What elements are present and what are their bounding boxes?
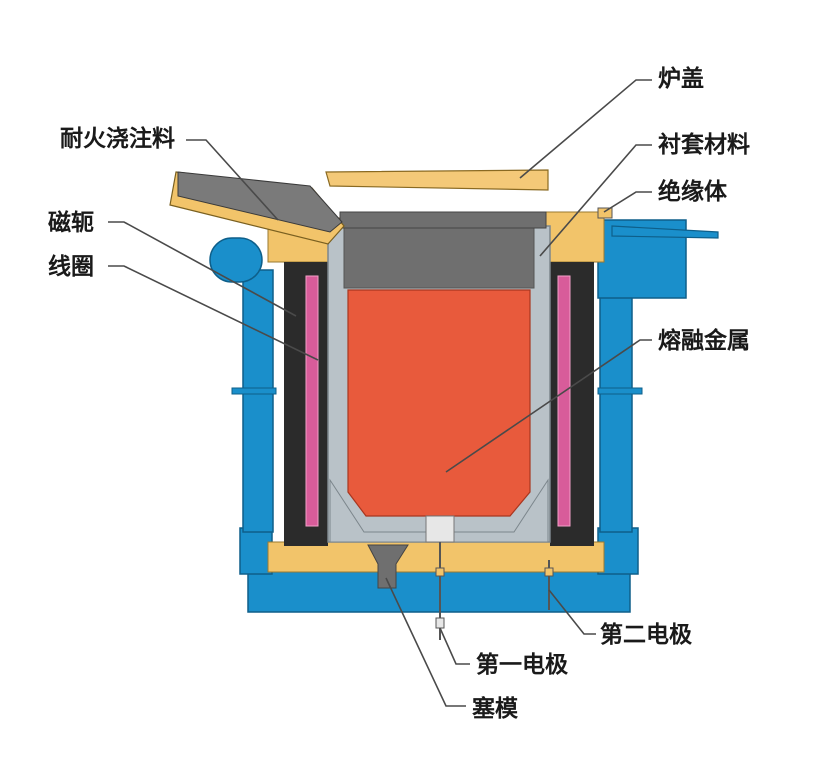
leader-electrode-2	[548, 589, 596, 635]
label-molten-metal: 熔融金属	[658, 327, 750, 354]
frame-right	[599, 294, 633, 533]
side-bolt-right	[597, 387, 643, 395]
label-refractory: 耐火浇注料	[60, 125, 175, 152]
coil-right	[557, 275, 571, 527]
hydraulic-cylinder	[209, 237, 263, 283]
frame-left	[242, 269, 274, 533]
label-plug: 塞模	[472, 695, 519, 722]
leader-lining	[539, 144, 652, 257]
electrode-block	[425, 515, 455, 543]
electrode-tip-2	[544, 567, 554, 577]
leader-lid	[519, 79, 652, 179]
crucible-rim	[339, 211, 547, 229]
insulator-block	[597, 207, 613, 219]
leader-refractory	[186, 139, 279, 221]
crucible-floor	[329, 478, 549, 543]
label-lid: 炉盖	[658, 65, 704, 92]
base-support-right	[597, 527, 639, 575]
leader-yoke	[108, 221, 297, 317]
leader-molten	[445, 339, 652, 473]
label-coil: 线圈	[48, 253, 94, 280]
label-lining: 衬套材料	[658, 132, 750, 158]
leader-electrode-1	[439, 627, 470, 665]
label-electrode-2: 第二电极	[600, 621, 692, 648]
side-bolt-left	[231, 387, 277, 395]
pouring-spout-top	[177, 171, 343, 233]
top-plate-right	[611, 225, 719, 239]
crucible-top-band	[343, 225, 535, 289]
plug-mold	[367, 544, 409, 589]
leader-coil	[108, 265, 319, 361]
coil-left	[305, 275, 319, 527]
yoke-right	[550, 262, 594, 546]
label-yoke: 磁轭	[48, 209, 94, 236]
leader-insulator	[603, 191, 652, 213]
leader-plug	[385, 577, 466, 707]
molten-metal	[347, 289, 531, 517]
electrode-tip-1	[435, 567, 445, 577]
label-insulator: 绝缘体	[658, 178, 728, 205]
furnace-lid	[325, 169, 549, 191]
base-support-left	[239, 527, 273, 575]
electrode-tip-1b	[435, 617, 445, 629]
label-electrode-1: 第一电极	[476, 651, 568, 678]
